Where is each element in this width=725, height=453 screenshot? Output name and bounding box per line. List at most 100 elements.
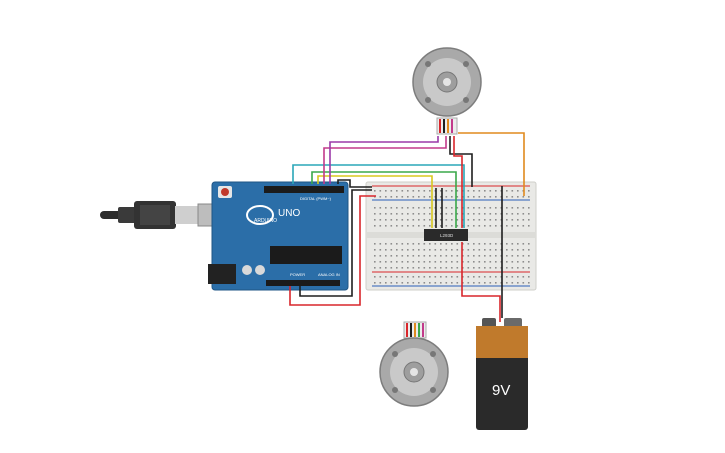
breadboard-hole [456,213,459,215]
breadboard-hole [445,282,448,284]
breadboard-hole [385,213,387,215]
breadboard-hole [511,196,514,198]
breadboard-hole [434,249,437,251]
breadboard-hole [495,196,497,198]
battery-9v: 9V [476,318,528,430]
breadboard-hole [396,261,398,263]
breadboard-hole [478,249,481,251]
breadboard-hole [528,196,530,198]
breadboard-hole [412,213,415,215]
breadboard-hole [440,243,442,245]
breadboard-hole [412,249,415,251]
breadboard-hole [440,219,442,221]
breadboard-hole [429,282,431,284]
breadboard-hole [385,249,387,251]
breadboard-hole [528,276,530,278]
breadboard-hole [528,261,530,263]
breadboard-hole [385,219,387,221]
breadboard-hole [478,282,481,284]
breadboard-hole [528,255,530,257]
breadboard-hole [484,243,486,245]
breadboard-hole [522,196,525,198]
breadboard-hole [445,190,448,192]
breadboard-hole [423,196,426,198]
wires [289,132,525,322]
breadboard-hole [484,255,486,257]
breadboard-hole [489,243,492,245]
breadboard-hole [379,207,382,209]
breadboard-hole [418,225,420,227]
breadboard-hole [517,190,519,192]
breadboard-hole [396,282,398,284]
breadboard-hole [434,267,437,269]
breadboard-hole [429,225,431,227]
breadboard-hole [429,219,431,221]
breadboard-hole [374,249,376,251]
breadboard-hole [456,190,459,192]
breadboard-hole [412,190,415,192]
breadboard-hole [390,225,393,227]
breadboard-hole [467,213,470,215]
breadboard-hole [495,267,497,269]
breadboard-hole [517,276,519,278]
breadboard-hole [385,282,387,284]
breadboard-hole [385,243,387,245]
breadboard-hole [484,190,486,192]
breadboard-hole [440,261,442,263]
breadboard-hole [396,249,398,251]
breadboard-hole [440,190,442,192]
breadboard-hole [390,196,393,198]
breadboard-hole [401,190,404,192]
breadboard-hole [434,243,437,245]
breadboard-hole [517,261,519,263]
breadboard-hole [478,255,481,257]
breadboard-hole [517,219,519,221]
breadboard-hole [473,282,475,284]
wire-black-gnd [299,189,372,297]
breadboard-hole [506,282,508,284]
breadboard-hole [412,282,415,284]
breadboard-hole [478,219,481,221]
breadboard-hole [407,261,409,263]
breadboard-hole [434,255,437,257]
breadboard-hole [467,282,470,284]
breadboard-hole [390,276,393,278]
breadboard-hole [396,207,398,209]
breadboard-hole [506,225,508,227]
breadboard-hole [451,225,453,227]
breadboard-hole [489,267,492,269]
breadboard-hole [478,225,481,227]
breadboard-hole [484,249,486,251]
breadboard-hole [473,261,475,263]
breadboard-hole [473,276,475,278]
breadboard-hole [484,207,486,209]
breadboard-hole [495,207,497,209]
breadboard-hole [423,207,426,209]
wire-teal [292,164,465,228]
breadboard-hole [489,190,492,192]
reset-button [221,188,229,196]
breadboard-hole [418,213,420,215]
breadboard-hole [478,190,481,192]
motor-top [412,47,482,135]
breadboard-hole [418,276,420,278]
breadboard-hole [396,243,398,245]
breadboard-hole [401,207,404,209]
breadboard-hole [511,267,514,269]
breadboard-hole [528,267,530,269]
breadboard-hole [511,243,514,245]
breadboard-hole [379,196,382,198]
breadboard-hole [423,282,426,284]
breadboard-hole [407,276,409,278]
breadboard-hole [412,207,415,209]
breadboard-hole [451,255,453,257]
motor-bottom [379,321,449,407]
breadboard-hole [396,219,398,221]
breadboard-hole [467,190,470,192]
wire-red-battery [461,242,501,322]
breadboard-hole [522,219,525,221]
breadboard-hole [528,190,530,192]
breadboard-hole [517,282,519,284]
breadboard-hole [396,267,398,269]
breadboard-hole [440,225,442,227]
